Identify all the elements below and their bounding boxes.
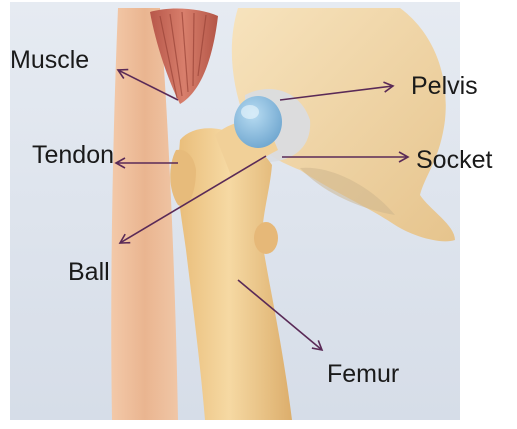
femur-label: Femur bbox=[327, 362, 399, 387]
pelvis-label: Pelvis bbox=[411, 74, 478, 99]
muscle-label: Muscle bbox=[10, 48, 89, 73]
femoral-head-ball bbox=[234, 96, 282, 148]
lesser-trochanter bbox=[254, 222, 278, 254]
ball-label: Ball bbox=[68, 260, 110, 285]
tendon-label: Tendon bbox=[32, 143, 114, 168]
socket-label: Socket bbox=[416, 148, 492, 173]
ball-highlight bbox=[241, 105, 259, 119]
